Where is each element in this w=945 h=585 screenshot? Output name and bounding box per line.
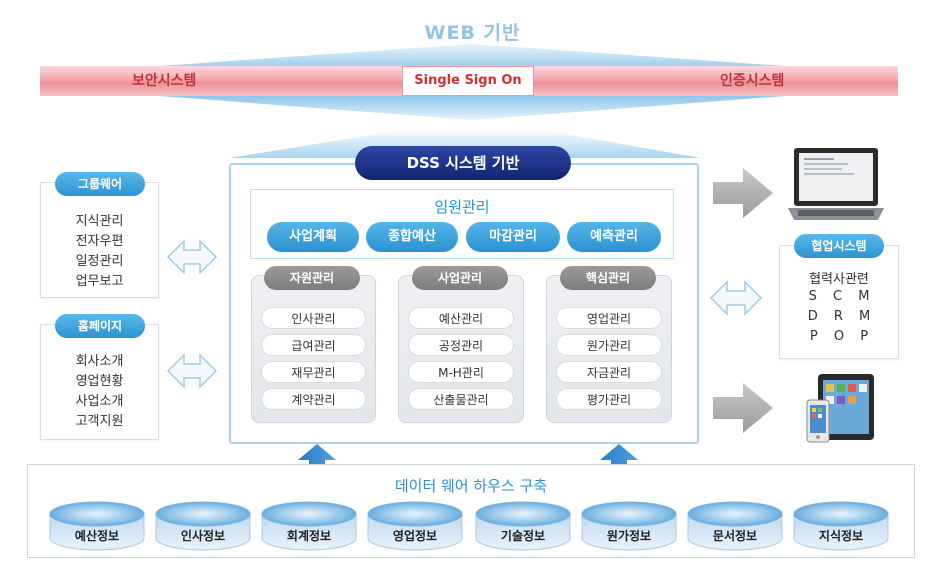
collaboration-title: 협업시스템 [794,234,884,258]
double-arrow-icon [166,353,218,389]
collab-line: S C M [808,289,870,304]
business-item[interactable]: 공정관리 [408,334,514,356]
database-icon [475,501,571,551]
mobile-devices-icon [806,374,874,443]
database-icon [49,501,145,551]
database-label: 문서정보 [712,529,758,543]
resource-item[interactable]: 재무관리 [261,361,366,383]
database-label: 인사정보 [180,529,226,543]
auth-system-bar: 인증시스템 [534,66,898,96]
security-system-label: 보안시스템 [132,73,197,89]
auth-system-label: 인증시스템 [720,73,785,89]
database-label: 원가정보 [606,529,652,543]
groupware-item: 일정관리 [75,254,124,269]
database-label: 기술정보 [500,529,546,543]
core-item[interactable]: 자금관리 [556,361,662,383]
business-management-title: 사업관리 [412,266,508,290]
database-icon [581,501,677,551]
double-arrow-icon [166,239,218,275]
collab-line: D R M [807,309,871,324]
collab-line: P O P [809,329,869,344]
database-icons [49,501,889,551]
groupware-item: 전자우편 [75,234,124,249]
right-arrow-icon [713,383,773,433]
collab-line: 협력사관련 [809,272,869,287]
business-item[interactable]: 산출물관리 [408,388,514,410]
database-label: 예산정보 [74,529,120,543]
database-icon [793,501,889,551]
dss-system-title: DSS 시스템 기반 [355,146,571,180]
database-label: 회계정보 [286,529,332,543]
right-arrow-icon [713,168,773,218]
double-arrow-icon [709,280,763,316]
web-diamond-shape [160,44,785,158]
groupware-title: 그룹웨어 [55,172,145,196]
database-icon [261,501,357,551]
business-item[interactable]: 예산관리 [408,307,514,329]
homepage-item: 회사소개 [75,354,124,369]
resource-item[interactable]: 급여관리 [261,334,366,356]
data-warehouse-title: 데이터 웨어 하우스 구축 [394,477,548,495]
resource-item[interactable]: 계약관리 [261,388,366,410]
executive-management-title: 임원관리 [434,198,490,216]
homepage-title: 홈페이지 [55,314,145,338]
database-icon [687,501,783,551]
core-item[interactable]: 원가관리 [556,334,662,356]
homepage-item: 영업현황 [75,374,124,389]
core-management-title: 핵심관리 [560,266,656,290]
homepage-item: 고객지원 [75,414,124,429]
database-icon [155,501,251,551]
collaboration-panel [779,245,899,359]
core-item[interactable]: 평가관리 [556,388,662,410]
security-system-bar: 보안시스템 [40,66,402,96]
database-icon [367,501,463,551]
budget-button[interactable]: 종합예산 [366,222,458,252]
closing-button[interactable]: 마감관리 [466,222,560,252]
groupware-item: 업무보고 [75,274,124,289]
single-sign-on-box: Single Sign On [402,66,534,96]
laptop-icon [788,148,884,220]
forecast-button[interactable]: 예측관리 [567,222,661,252]
core-item[interactable]: 영업관리 [556,307,662,329]
resource-management-title: 자원관리 [264,266,360,290]
resource-item[interactable]: 인사관리 [261,307,366,329]
business-plan-button[interactable]: 사업계획 [267,222,359,252]
groupware-panel [40,182,159,298]
database-label: 영업정보 [392,529,438,543]
web-title: WEB 기반 [424,22,521,44]
groupware-item: 지식관리 [75,214,124,229]
business-item[interactable]: M-H관리 [408,361,514,383]
homepage-item: 사업소개 [75,394,124,409]
database-label: 지식정보 [818,529,864,543]
